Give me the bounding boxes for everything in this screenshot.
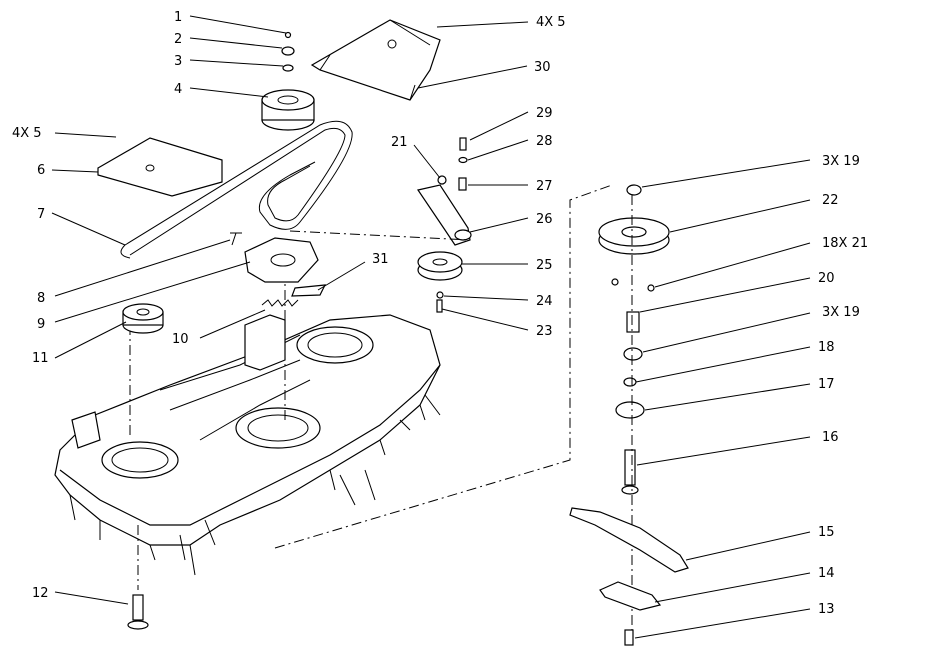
label-24: 24 — [536, 294, 553, 309]
label-2: 2 — [174, 32, 182, 47]
part-labels: 1 2 3 4 4X 5 6 7 8 9 10 11 12 4X 5 30 29… — [12, 10, 868, 617]
label-3x19-bottom: 3X 19 — [822, 305, 860, 320]
label-12: 12 — [32, 586, 49, 601]
label-13: 13 — [818, 602, 835, 617]
label-4x5-right: 4X 5 — [536, 15, 566, 30]
part-14-plate — [599, 581, 662, 611]
label-31: 31 — [372, 252, 389, 267]
label-6: 6 — [37, 163, 45, 178]
label-21-top: 21 — [391, 135, 408, 150]
label-25: 25 — [536, 258, 553, 273]
label-20: 20 — [818, 271, 835, 286]
label-8: 8 — [37, 291, 45, 306]
part-30-cover — [310, 19, 441, 101]
label-9: 9 — [37, 317, 45, 332]
parts-1-3-hardware — [281, 31, 295, 72]
label-15: 15 — [818, 525, 835, 540]
label-3: 3 — [174, 54, 182, 69]
label-3x19-top: 3X 19 — [822, 154, 860, 169]
label-26: 26 — [536, 212, 553, 227]
part-7-belt — [120, 120, 353, 259]
spindle-assembly — [598, 184, 670, 646]
part-12-spindle — [127, 525, 149, 630]
label-1: 1 — [174, 10, 182, 25]
label-22: 22 — [822, 193, 839, 208]
part-4-pulley — [261, 89, 315, 131]
label-23: 23 — [536, 324, 553, 339]
label-4x5-left: 4X 5 — [12, 126, 42, 141]
label-18: 18 — [818, 340, 835, 355]
label-14: 14 — [818, 566, 835, 581]
label-17: 17 — [818, 377, 835, 392]
part-31-bracket — [291, 284, 327, 297]
part-11-pulley — [122, 303, 164, 334]
part-15-blade — [569, 507, 689, 573]
label-29: 29 — [536, 106, 553, 121]
label-16: 16 — [822, 430, 839, 445]
leader-lines — [51, 15, 811, 639]
label-28: 28 — [536, 134, 553, 149]
label-4: 4 — [174, 82, 182, 97]
part-8-bolt — [230, 232, 242, 246]
idler-assembly — [417, 137, 472, 313]
part-10-spring — [261, 299, 299, 307]
label-27: 27 — [536, 179, 553, 194]
label-30: 30 — [534, 60, 551, 75]
label-7: 7 — [37, 207, 45, 222]
label-11: 11 — [32, 351, 49, 366]
label-10: 10 — [172, 332, 189, 347]
part-6-cover — [97, 137, 223, 197]
mower-deck — [54, 275, 441, 576]
label-18x21: 18X 21 — [822, 236, 868, 251]
part-9-plate — [244, 237, 319, 283]
